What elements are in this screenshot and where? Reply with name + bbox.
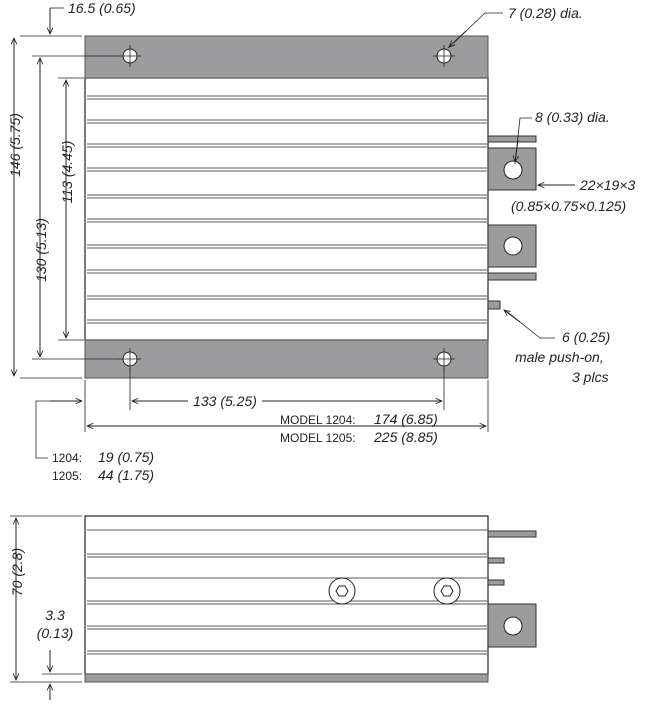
terminal-hole-icon [503,236,523,256]
offset-1204-label: 1204: [52,451,82,465]
dim-130: 130 (5.13) [33,218,49,282]
top-view-body [84,77,489,341]
dim-146: 146 (5.75) [7,113,23,177]
pushon-count: 3 plcs [572,369,609,385]
heatsink-fins [87,95,487,324]
dim-133: 133 (5.25) [193,393,257,409]
offset-1205-label: 1205: [52,469,82,483]
pushon-tab [487,530,537,538]
side-view-body [84,515,489,675]
mounting-hole-icon [119,45,141,67]
model-1204-value: 174 (6.85) [374,411,438,427]
bottom-flange [84,339,489,379]
dim-70: 70 (2.8) [9,548,25,596]
side-view: 70 (2.8) 3.3 (0.13) [9,515,537,700]
top-flange [84,35,489,79]
pushon-tab [487,272,537,281]
model-1204-label: MODEL 1204: [280,413,356,427]
hex-screw-icon [433,577,461,605]
offset-1204-value: 19 (0.75) [98,449,154,465]
pushon-tab [487,557,505,564]
dim-16-5: 16.5 (0.65) [68,0,136,16]
model-1205-label: MODEL 1205: [280,431,356,445]
pushon-size: 6 (0.25) [562,329,610,345]
mounting-hole-icon [433,348,455,370]
terminal-hole-icon [503,616,523,636]
pushon-tab [487,579,505,586]
dim-hole-8: 8 (0.33) dia. [535,109,610,125]
mounting-hole-icon [433,45,455,67]
mounting-hole-icon [119,348,141,370]
dim-hole-7: 7 (0.28) dia. [508,5,583,21]
side-base-plate [84,673,489,683]
pushon-tab [487,300,501,310]
pushon-type: male push-on, [515,349,604,365]
terminal-size-1: 22×19×3 [579,177,635,193]
offset-1205-value: 44 (1.75) [98,467,154,483]
terminal-hole-icon [503,160,523,180]
pushon-tab [487,135,537,143]
dim-3-3: 3.3 [45,607,65,623]
terminal-size-2: (0.85×0.75×0.125) [511,198,626,214]
dim-3-3-inch: (0.13) [37,625,74,641]
hex-screw-icon [328,577,356,605]
top-view: 146 (5.75) 130 (5.13) 113 (4.45) 16.5 (0… [7,0,635,483]
side-fins [87,529,487,655]
model-1205-value: 225 (8.85) [373,429,438,445]
dim-113: 113 (4.45) [59,141,75,204]
